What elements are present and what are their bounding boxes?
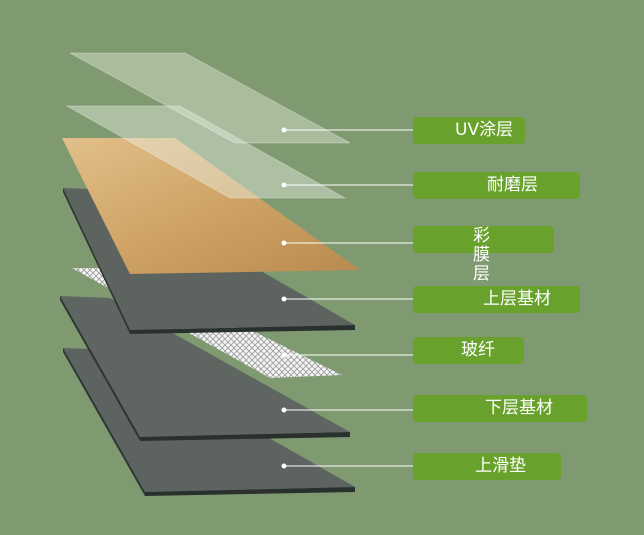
label-text: 玻纤 — [461, 340, 495, 360]
label-fiberglass: 玻纤 — [413, 337, 524, 364]
label-color-film: 彩膜层 — [413, 226, 554, 284]
label-text: 上层基材 — [483, 289, 551, 309]
label-upper-base: 上层基材 — [413, 286, 580, 313]
layer-wear — [65, 105, 347, 199]
label-text: 下层基材 — [485, 398, 553, 418]
label-lower-base: 下层基材 — [413, 395, 587, 422]
label-text: 彩膜层 — [473, 226, 490, 284]
label-bottom-pad: 上滑垫 — [413, 453, 561, 480]
label-text: 上滑垫 — [475, 456, 526, 476]
label-uv-coating: UV涂层 — [413, 117, 525, 144]
layer-color-film — [62, 138, 360, 274]
label-wear-layer: 耐磨层 — [413, 172, 580, 199]
layer-uv — [69, 52, 351, 144]
label-text: 耐磨层 — [487, 175, 538, 195]
leader-lines — [281, 127, 413, 469]
label-text: UV涂层 — [455, 120, 514, 140]
